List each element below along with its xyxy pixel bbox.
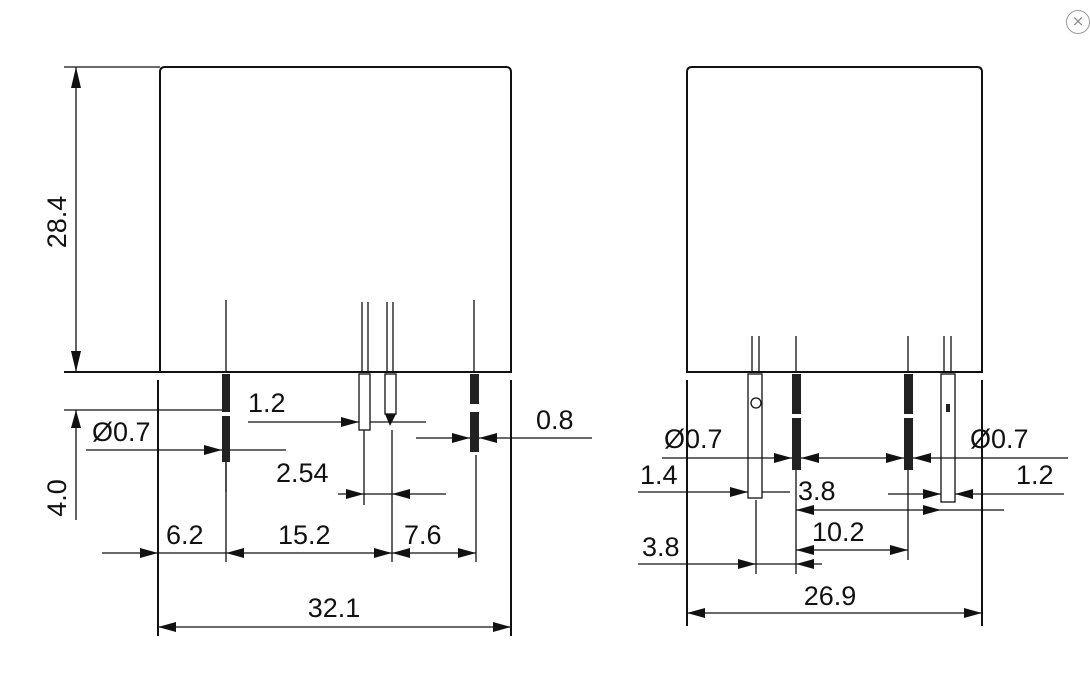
pin1-upper [222,374,230,412]
side-offset-arrow-left [738,559,756,569]
side-inner-arrow-right [923,505,941,515]
side-pin3-lower-fill [904,418,913,470]
chain-arrow-1 [140,548,158,558]
side-pinw-right-arrow-left [923,489,941,499]
side-pin-diameter-right-label: Ø0.7 [970,424,1029,454]
side-spacing-inner-label: 3.8 [798,476,836,506]
pinw-a-arrow [341,417,359,427]
side-pin3-upper-fill [904,374,913,414]
width-total-label: 32.1 [308,593,361,623]
spacing-right-label: 7.6 [404,520,442,550]
pin3-tip [385,414,396,426]
side-mid-arrow-left [796,545,814,555]
pin4-upper [470,374,479,404]
height-body-arrow-bottom [71,351,81,372]
side-pinw-right-arrow-right [955,489,973,499]
side-pin1-body [747,373,763,499]
pin-diameter-label: Ø0.7 [92,417,151,447]
front-body-outline [159,66,512,373]
height-body-arrow-top [71,67,81,88]
offset-left-label: 6.2 [166,520,204,550]
height-body-label: 28.4 [42,196,72,249]
side-pin4-mark [946,404,950,412]
dia-leader-arrow [204,445,222,455]
pin3-body [384,373,397,415]
pin4-lower [470,412,479,452]
side-offset-left-label: 3.8 [642,532,680,562]
close-glyph: × [1071,12,1085,30]
front-view: 28.4 4.0 [42,66,592,636]
chain-arrow-4 [392,548,410,558]
side-mid-arrow-right [890,545,908,555]
height-pins-label: 4.0 [42,479,72,517]
side-pin2-lower-fill [792,418,801,470]
side-offset-arrow-right [796,559,814,569]
side-dia-left-arrow [774,453,792,463]
pinw-b-arrow-left [452,433,470,443]
side-dia-right-arrow [913,453,931,463]
side-spacing-mid-label: 10.2 [812,517,865,547]
total-width-arrow-right [493,622,511,632]
side-total-width-arrow-left [687,608,705,618]
side-dia-mid-arrow-right [886,453,904,463]
side-pinw-left-arrow [730,487,748,497]
pinw-b-arrow-right [479,433,497,443]
pin-width-b-label: 0.8 [536,405,574,435]
pin1-lower [222,416,230,462]
total-width-arrow-left [158,622,176,632]
side-total-width-arrow-right [964,608,982,618]
side-pin-width-right-label: 1.2 [1016,460,1054,490]
chain-arrow-2 [226,548,244,558]
pin2-body [358,373,371,431]
side-pin-diameter-left-label: Ø0.7 [664,424,723,454]
side-dia-mid-arrow-left [801,453,819,463]
side-inner-arrow [796,505,814,515]
side-view: Ø0.7 Ø0.7 1.4 3.8 1.2 10. [638,66,1068,626]
side-body-outline [686,66,983,373]
pin-width-a-label: 1.2 [248,388,286,418]
chain-arrow-5 [458,548,476,558]
pin-pitch-label: 2.54 [276,458,329,488]
side-pin2-upper-fill [792,374,801,414]
pitch-arrow-left [346,489,364,499]
side-pin4-body [940,373,956,503]
side-pin-width-left-label: 1.4 [640,460,678,490]
side-pin1-dot [750,397,762,409]
spacing-mid-label: 15.2 [278,520,331,550]
side-width-total-label: 26.9 [804,581,857,611]
chain-arrow-3 [374,548,392,558]
height-pins-arrow [71,410,81,428]
pitch-arrow-right [392,489,410,499]
